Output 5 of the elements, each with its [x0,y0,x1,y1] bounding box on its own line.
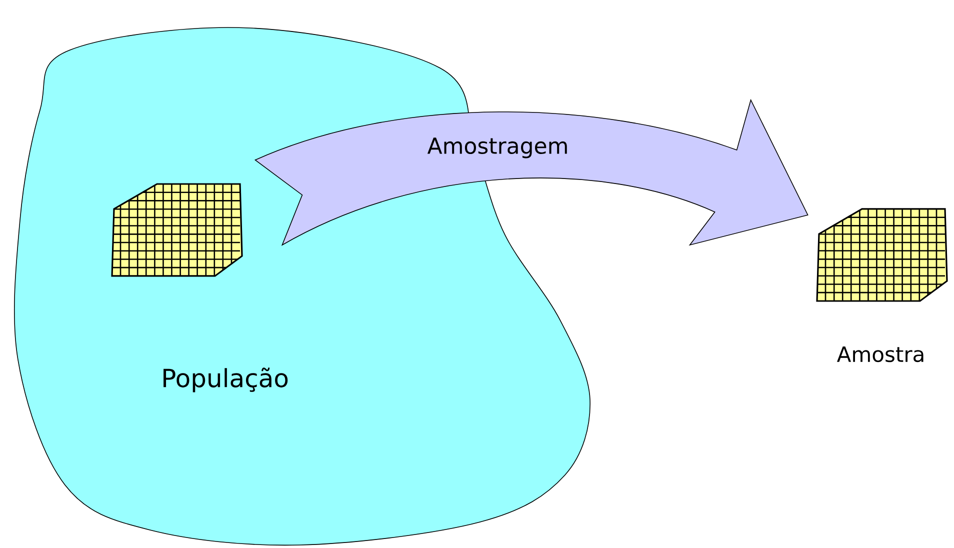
grid-block [816,208,948,302]
edge-label: Amostragem [425,136,571,160]
grid-block [111,183,243,277]
block-arrow [254,100,808,246]
node-caption: Amostra [836,346,924,362]
